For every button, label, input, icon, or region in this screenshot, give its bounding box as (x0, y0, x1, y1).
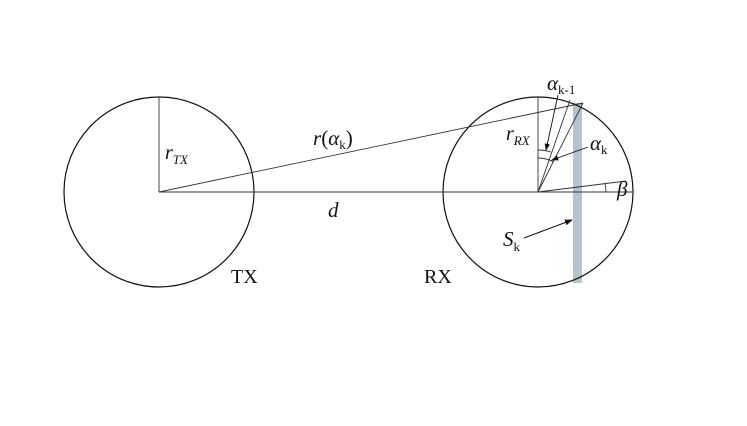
strip-sk (573, 103, 582, 283)
arc-alpha-k1 (537, 149, 552, 153)
arc-beta (604, 182, 607, 193)
label-r-rx: rRX (506, 123, 531, 148)
pointer-alpha-k (551, 146, 589, 161)
label-r-alpha: r(αk) (313, 126, 353, 152)
label-alpha-k1: αk-1 (547, 71, 575, 97)
ray-beta (537, 180, 627, 193)
r-alpha-line (158, 102, 584, 193)
label-alpha-k: αk (590, 131, 608, 157)
label-beta: β (616, 177, 628, 201)
label-tx: TX (231, 266, 258, 288)
label-d: d (328, 198, 339, 222)
pointer-alpha-k1 (544, 94, 559, 151)
label-rx: RX (424, 266, 452, 288)
ray-alpha-k (537, 102, 584, 193)
pointer-sk (523, 219, 573, 239)
label-s-k: Sk (503, 227, 521, 254)
ray-alpha-k1 (537, 99, 571, 193)
arc-alpha-k (537, 157, 555, 163)
label-r-tx: rTX (165, 142, 189, 167)
